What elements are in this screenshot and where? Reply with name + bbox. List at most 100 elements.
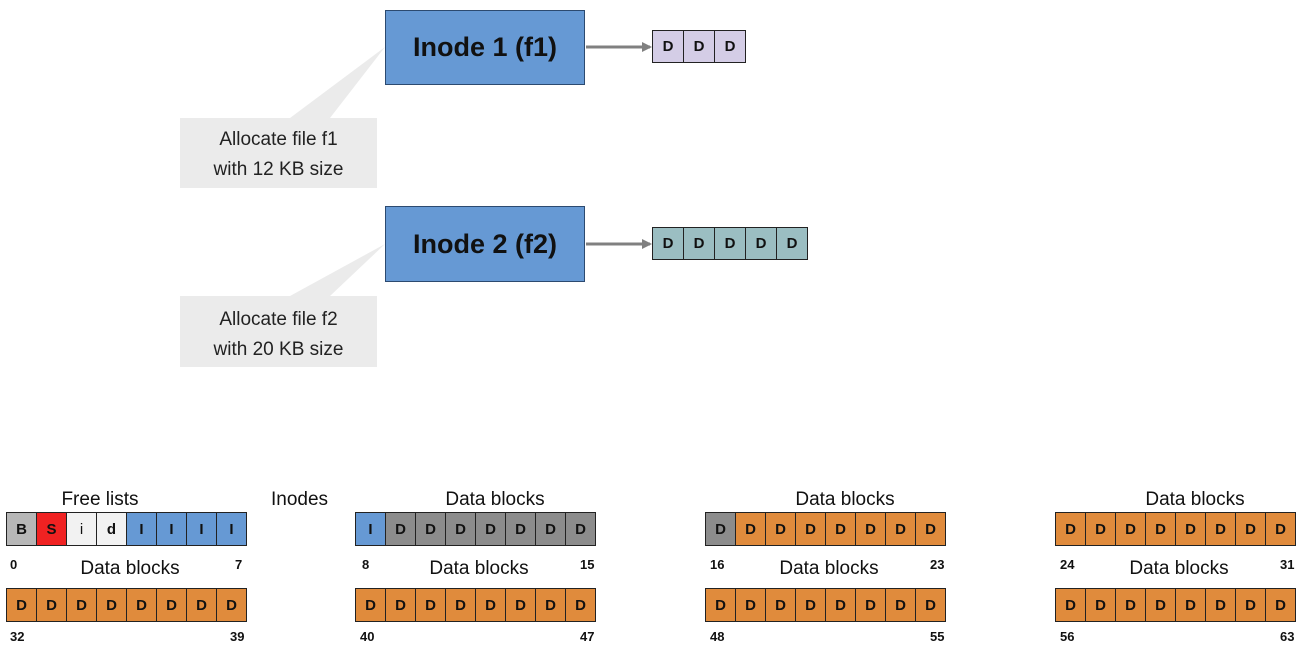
disk-block-1: S: [36, 512, 67, 546]
inode-2-box: Inode 2 (f2): [385, 206, 585, 282]
disk-block-52: D: [825, 588, 856, 622]
disk-block-5: I: [156, 512, 187, 546]
inode-1-box: Inode 1 (f1): [385, 10, 585, 85]
disk-block-50: D: [765, 588, 796, 622]
disk-block-33: D: [36, 588, 67, 622]
disk-block-0: B: [6, 512, 37, 546]
file-f1-data-block: D: [652, 30, 684, 63]
file-f1-data-block: D: [683, 30, 715, 63]
disk-block-44: D: [475, 588, 506, 622]
disk-block-28: D: [1175, 512, 1206, 546]
disk-block-48: D: [705, 588, 736, 622]
data-blocks-label-40: Data blocks: [429, 558, 529, 579]
disk-block-22: D: [885, 512, 916, 546]
disk-block-38: D: [186, 588, 217, 622]
disk-block-7: I: [216, 512, 247, 546]
index-start-24: 24: [1060, 557, 1075, 572]
free-lists-label: Free lists: [61, 489, 139, 510]
disk-block-6: I: [186, 512, 217, 546]
disk-block-49: D: [735, 588, 766, 622]
index-end-7: 7: [235, 557, 243, 572]
index-end-55: 55: [930, 629, 945, 644]
disk-block-36: D: [126, 588, 157, 622]
index-end-39: 39: [230, 629, 245, 644]
disk-block-35: D: [96, 588, 127, 622]
data-blocks-label-16: Data blocks: [795, 489, 895, 510]
file-f1-data-block: D: [714, 30, 746, 63]
disk-block-16: D: [705, 512, 736, 546]
disk-block-8: I: [355, 512, 386, 546]
file-f2-data-block: D: [776, 227, 808, 260]
disk-block-51: D: [795, 588, 826, 622]
file-f2-data-block: D: [745, 227, 777, 260]
file-f2-data-block: D: [714, 227, 746, 260]
disk-block-23: D: [915, 512, 946, 546]
index-end-63: 63: [1280, 629, 1295, 644]
index-end-47: 47: [580, 629, 595, 644]
disk-block-45: D: [505, 588, 536, 622]
disk-block-9: D: [385, 512, 416, 546]
disk-block-31: D: [1265, 512, 1296, 546]
disk-block-2: i: [66, 512, 97, 546]
index-start-48: 48: [710, 629, 725, 644]
callout-f2-line1: Allocate file f2: [219, 309, 338, 330]
disk-block-54: D: [885, 588, 916, 622]
disk-block-43: D: [445, 588, 476, 622]
index-start-56: 56: [1060, 629, 1075, 644]
disk-block-17: D: [735, 512, 766, 546]
file-f2-data-block: D: [652, 227, 684, 260]
data-blocks-label-32: Data blocks: [80, 558, 180, 579]
disk-block-13: D: [505, 512, 536, 546]
index-end-23: 23: [930, 557, 945, 572]
disk-block-32: D: [6, 588, 37, 622]
disk-block-4: I: [126, 512, 157, 546]
disk-block-46: D: [535, 588, 566, 622]
disk-block-21: D: [855, 512, 886, 546]
disk-block-24: D: [1055, 512, 1086, 546]
disk-block-30: D: [1235, 512, 1266, 546]
data-blocks-label-48: Data blocks: [779, 558, 879, 579]
disk-block-12: D: [475, 512, 506, 546]
index-start-0: 0: [10, 557, 18, 572]
index-end-31: 31: [1280, 557, 1295, 572]
inodes-label: Inodes: [270, 489, 329, 510]
disk-block-11: D: [445, 512, 476, 546]
disk-block-55: D: [915, 588, 946, 622]
disk-block-42: D: [415, 588, 446, 622]
disk-block-40: D: [355, 588, 386, 622]
disk-block-34: D: [66, 588, 97, 622]
disk-block-29: D: [1205, 512, 1236, 546]
callout-f2: Allocate file f2 with 20 KB size: [180, 305, 377, 365]
disk-block-20: D: [825, 512, 856, 546]
disk-block-56: D: [1055, 588, 1086, 622]
index-start-40: 40: [360, 629, 375, 644]
disk-block-47: D: [565, 588, 596, 622]
disk-block-26: D: [1115, 512, 1146, 546]
callout-f1: Allocate file f1 with 12 KB size: [180, 125, 377, 185]
disk-block-58: D: [1115, 588, 1146, 622]
index-start-16: 16: [710, 557, 725, 572]
disk-block-10: D: [415, 512, 446, 546]
callout-f1-line2: with 12 KB size: [213, 159, 344, 180]
disk-block-18: D: [765, 512, 796, 546]
index-end-15: 15: [580, 557, 595, 572]
disk-block-15: D: [565, 512, 596, 546]
disk-block-61: D: [1205, 588, 1236, 622]
disk-block-14: D: [535, 512, 566, 546]
callout-f1-line1: Allocate file f1: [219, 129, 338, 150]
disk-block-27: D: [1145, 512, 1176, 546]
disk-block-19: D: [795, 512, 826, 546]
disk-block-53: D: [855, 588, 886, 622]
disk-block-39: D: [216, 588, 247, 622]
disk-block-37: D: [156, 588, 187, 622]
